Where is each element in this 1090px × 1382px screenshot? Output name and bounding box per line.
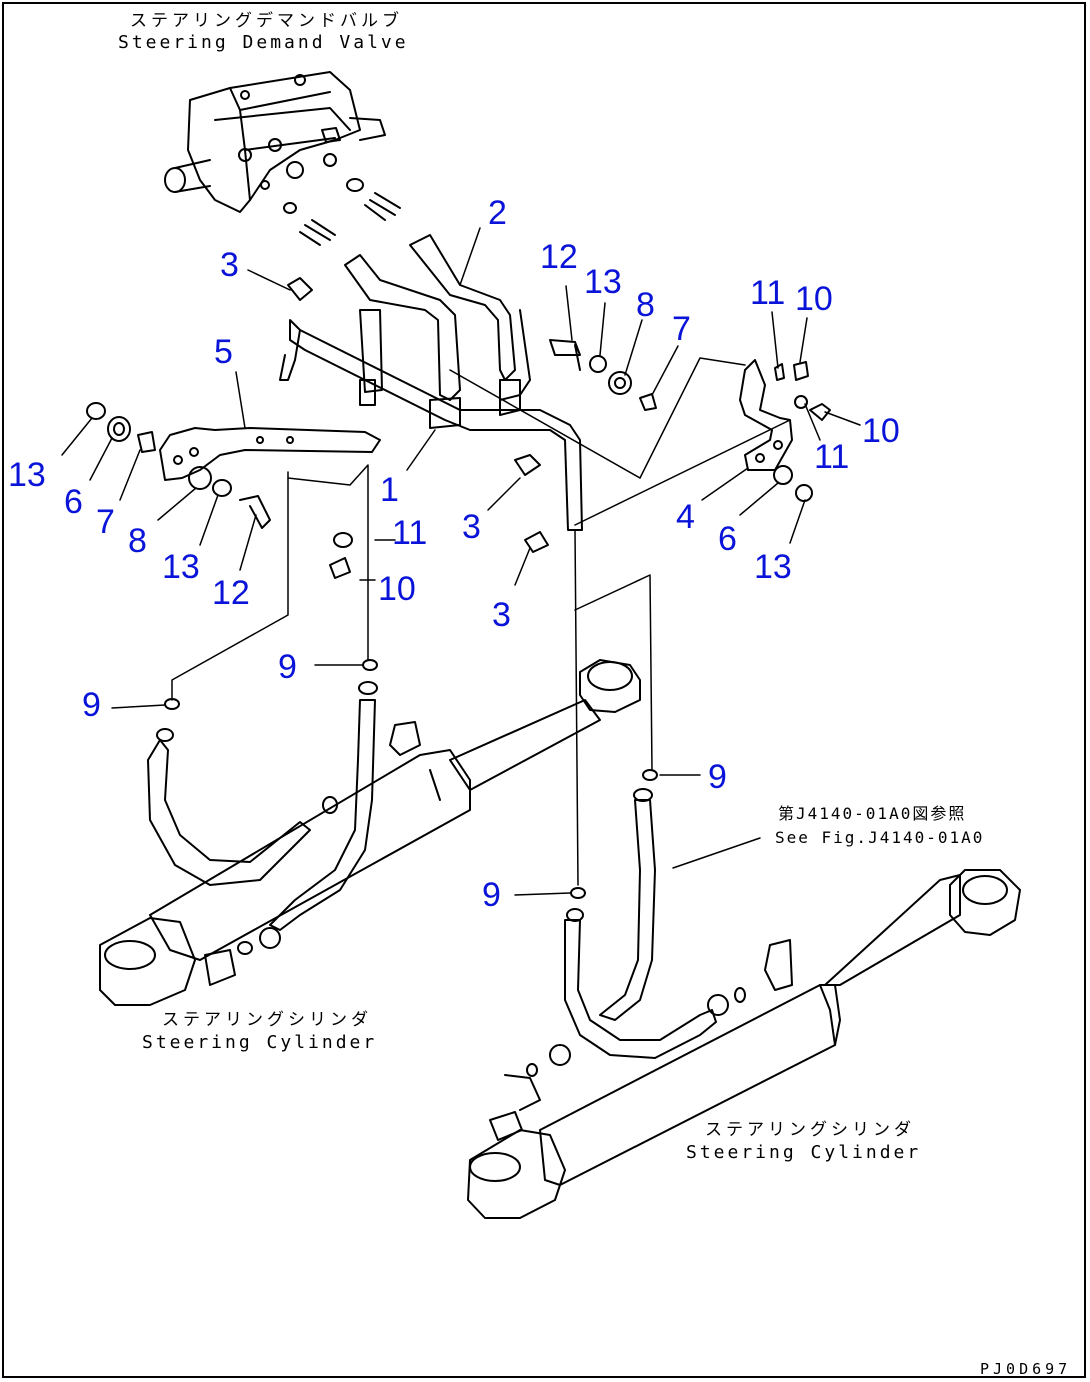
callout-9-a: 9 (278, 648, 297, 686)
callout-8-left: 8 (128, 522, 147, 560)
callout-2: 2 (488, 194, 507, 232)
leader-lines (171, 357, 791, 886)
figure-reference-jp: 第J4140-01A0図参照 (778, 804, 967, 823)
right-hoses (504, 788, 746, 1111)
left-hoses (147, 681, 378, 955)
callout-13-top: 13 (584, 263, 622, 301)
pipe-2 (409, 234, 531, 416)
left-cylinder-label-en: Steering Cylinder (142, 1032, 378, 1053)
callout-10-mid: 10 (378, 570, 416, 608)
callout-13-bottom: 13 (162, 548, 200, 586)
callout-7-left: 7 (96, 503, 115, 541)
callout-6-left: 6 (64, 483, 83, 521)
callout-13-left: 13 (8, 456, 46, 494)
callout-13-right: 13 (754, 548, 792, 586)
callout-9-c: 9 (708, 758, 727, 796)
right-steering-cylinder (467, 869, 1021, 1219)
callout-7-top: 7 (672, 310, 691, 348)
valve-label-jp: ステアリングデマンドバルブ (130, 11, 403, 31)
right-cylinder-label-jp: ステアリングシリンダ (705, 1120, 915, 1140)
figure-reference-en: See Fig.J4140-01A0 (775, 828, 985, 847)
callout-10-right: 10 (862, 412, 900, 450)
demand-valve (164, 71, 386, 213)
callout-3-mid: 3 (462, 508, 481, 546)
callout-10-top: 10 (795, 280, 833, 318)
valve-label-en: Steering Demand Valve (118, 32, 409, 53)
callout-12-left: 12 (212, 574, 250, 612)
callout-9-b: 9 (82, 686, 101, 724)
callout-11-top: 11 (750, 274, 786, 312)
bracket-5 (159, 427, 381, 481)
small-parts (86, 277, 831, 579)
valve-fittings (283, 178, 401, 246)
drawing-code: PJ0D697 (980, 1360, 1072, 1378)
right-cylinder-label-en: Steering Cylinder (686, 1142, 922, 1163)
o-rings-9 (164, 659, 658, 899)
callout-leaders (61, 227, 861, 896)
callout-3-bottom: 3 (492, 596, 511, 634)
callout-3-top: 3 (220, 246, 239, 284)
callout-9-d: 9 (482, 876, 501, 914)
callout-1: 1 (380, 471, 399, 509)
callout-11-mid: 11 (392, 514, 428, 552)
left-steering-cylinder (99, 659, 641, 1006)
callout-11-right: 11 (814, 438, 850, 476)
callout-12-top: 12 (540, 238, 578, 276)
callout-6-right: 6 (718, 520, 737, 558)
callout-5: 5 (214, 333, 233, 371)
callout-4: 4 (676, 498, 695, 536)
callout-8-top: 8 (636, 286, 655, 324)
left-cylinder-label-jp: ステアリングシリンダ (162, 1010, 372, 1030)
tube-assembly (279, 319, 583, 531)
